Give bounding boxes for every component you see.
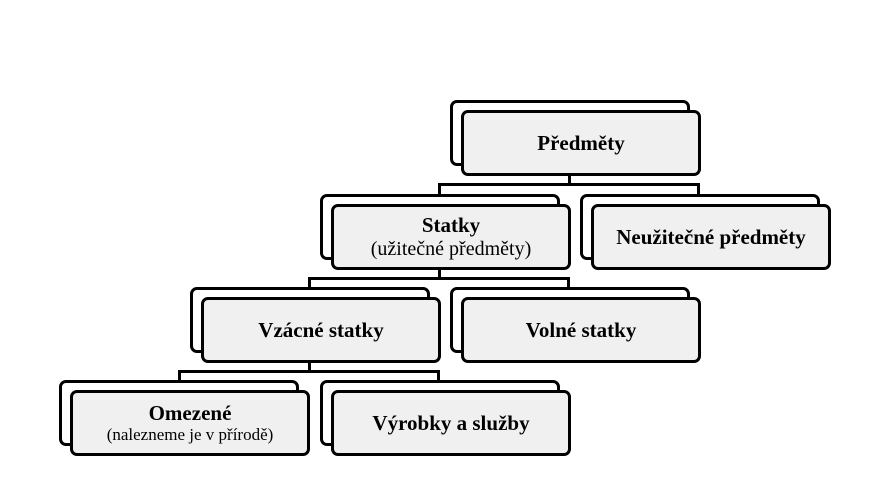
connector-predmety-stem bbox=[568, 175, 571, 185]
connector-statky-right bbox=[567, 277, 570, 289]
connector-vzacne-left bbox=[178, 370, 181, 382]
node-vyrobky-box: Výrobky a služby bbox=[331, 390, 571, 456]
node-vzacne-box: Vzácné statky bbox=[201, 297, 441, 363]
node-neuzitecne-box: Neužitečné předměty bbox=[591, 204, 831, 270]
node-predmety-box: Předměty bbox=[461, 110, 701, 176]
node-omezene-title: Omezené bbox=[148, 401, 232, 426]
connector-predmety-right bbox=[697, 183, 700, 195]
node-omezene-subtitle: (nalezneme je v přírodě) bbox=[106, 425, 274, 445]
node-neuzitecne-title: Neužitečné předměty bbox=[616, 224, 806, 249]
connector-statky-bar bbox=[308, 277, 570, 280]
node-volne-title: Volné statky bbox=[525, 317, 637, 342]
node-vzacne-title: Vzácné statky bbox=[258, 317, 384, 342]
connector-statky-stem bbox=[438, 269, 441, 279]
connector-vzacne-right bbox=[437, 370, 440, 382]
node-vyrobky-title: Výrobky a služby bbox=[372, 410, 530, 435]
node-omezene-box: Omezené (nalezneme je v přírodě) bbox=[70, 390, 310, 456]
node-predmety-title: Předměty bbox=[537, 130, 625, 155]
connector-predmety-bar bbox=[438, 183, 700, 186]
node-statky-subtitle: (užitečné předměty) bbox=[370, 237, 532, 260]
node-statky-title: Statky bbox=[421, 213, 481, 238]
node-statky-box: Statky (užitečné předměty) bbox=[331, 204, 571, 270]
connector-statky-left bbox=[308, 277, 311, 289]
connector-vzacne-bar bbox=[178, 370, 440, 373]
connector-vzacne-stem bbox=[308, 362, 311, 372]
connector-predmety-left bbox=[438, 183, 441, 195]
node-volne-box: Volné statky bbox=[461, 297, 701, 363]
